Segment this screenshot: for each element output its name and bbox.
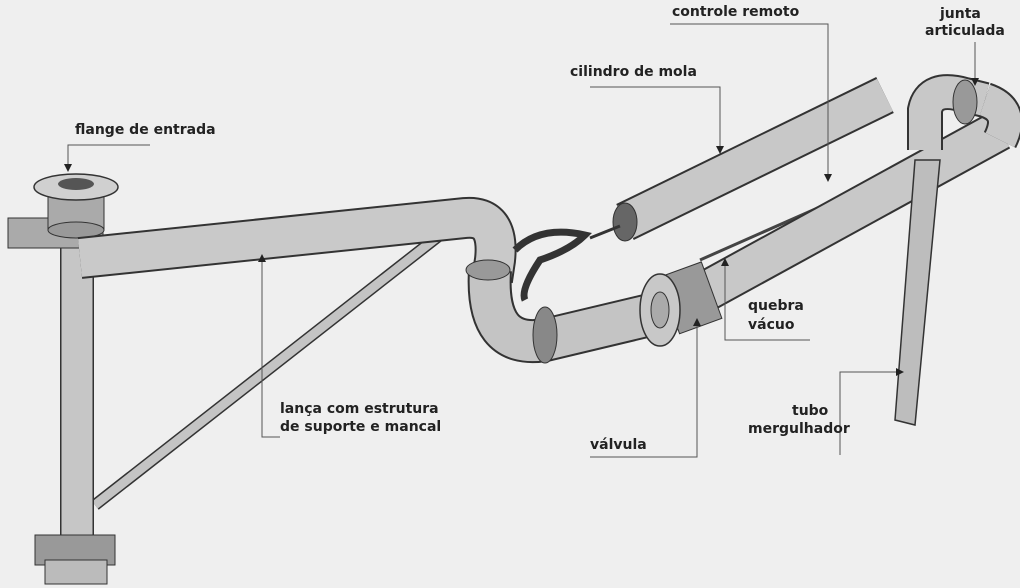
support-brace <box>91 230 444 510</box>
label-joint-1: junta <box>940 6 981 22</box>
label-boom-1: lança com estrutura <box>280 401 439 417</box>
leader-flange <box>64 144 150 172</box>
u-bend-pipe <box>465 228 656 364</box>
leader-dip <box>839 368 904 455</box>
spring-cylinder <box>589 77 894 242</box>
label-joint-2: articulada <box>925 23 1005 39</box>
label-vacuum-2: vácuo <box>748 317 795 333</box>
label-spring-cylinder: cilindro de mola <box>570 64 697 80</box>
boom-pipe <box>77 196 517 284</box>
leader-cylinder <box>590 86 724 154</box>
label-inlet-flange: flange de entrada <box>75 122 216 138</box>
swivel-joint <box>907 74 1020 150</box>
label-remote-control: controle remoto <box>672 4 800 20</box>
inlet-flange <box>33 173 119 239</box>
leader-vacuum <box>721 258 810 341</box>
leader-remote <box>670 23 832 182</box>
label-valve: válvula <box>590 437 647 453</box>
label-dip-2: mergulhador <box>748 421 850 437</box>
label-vacuum-1: quebra <box>748 298 804 314</box>
dip-tube <box>894 159 941 426</box>
label-dip-1: tubo <box>792 403 829 419</box>
outer-arm-pipe <box>679 111 1011 319</box>
label-boom-2: de suporte e mancal <box>280 419 442 435</box>
valve <box>639 261 723 347</box>
leader-valve <box>590 318 701 458</box>
leader-boom <box>258 254 280 438</box>
